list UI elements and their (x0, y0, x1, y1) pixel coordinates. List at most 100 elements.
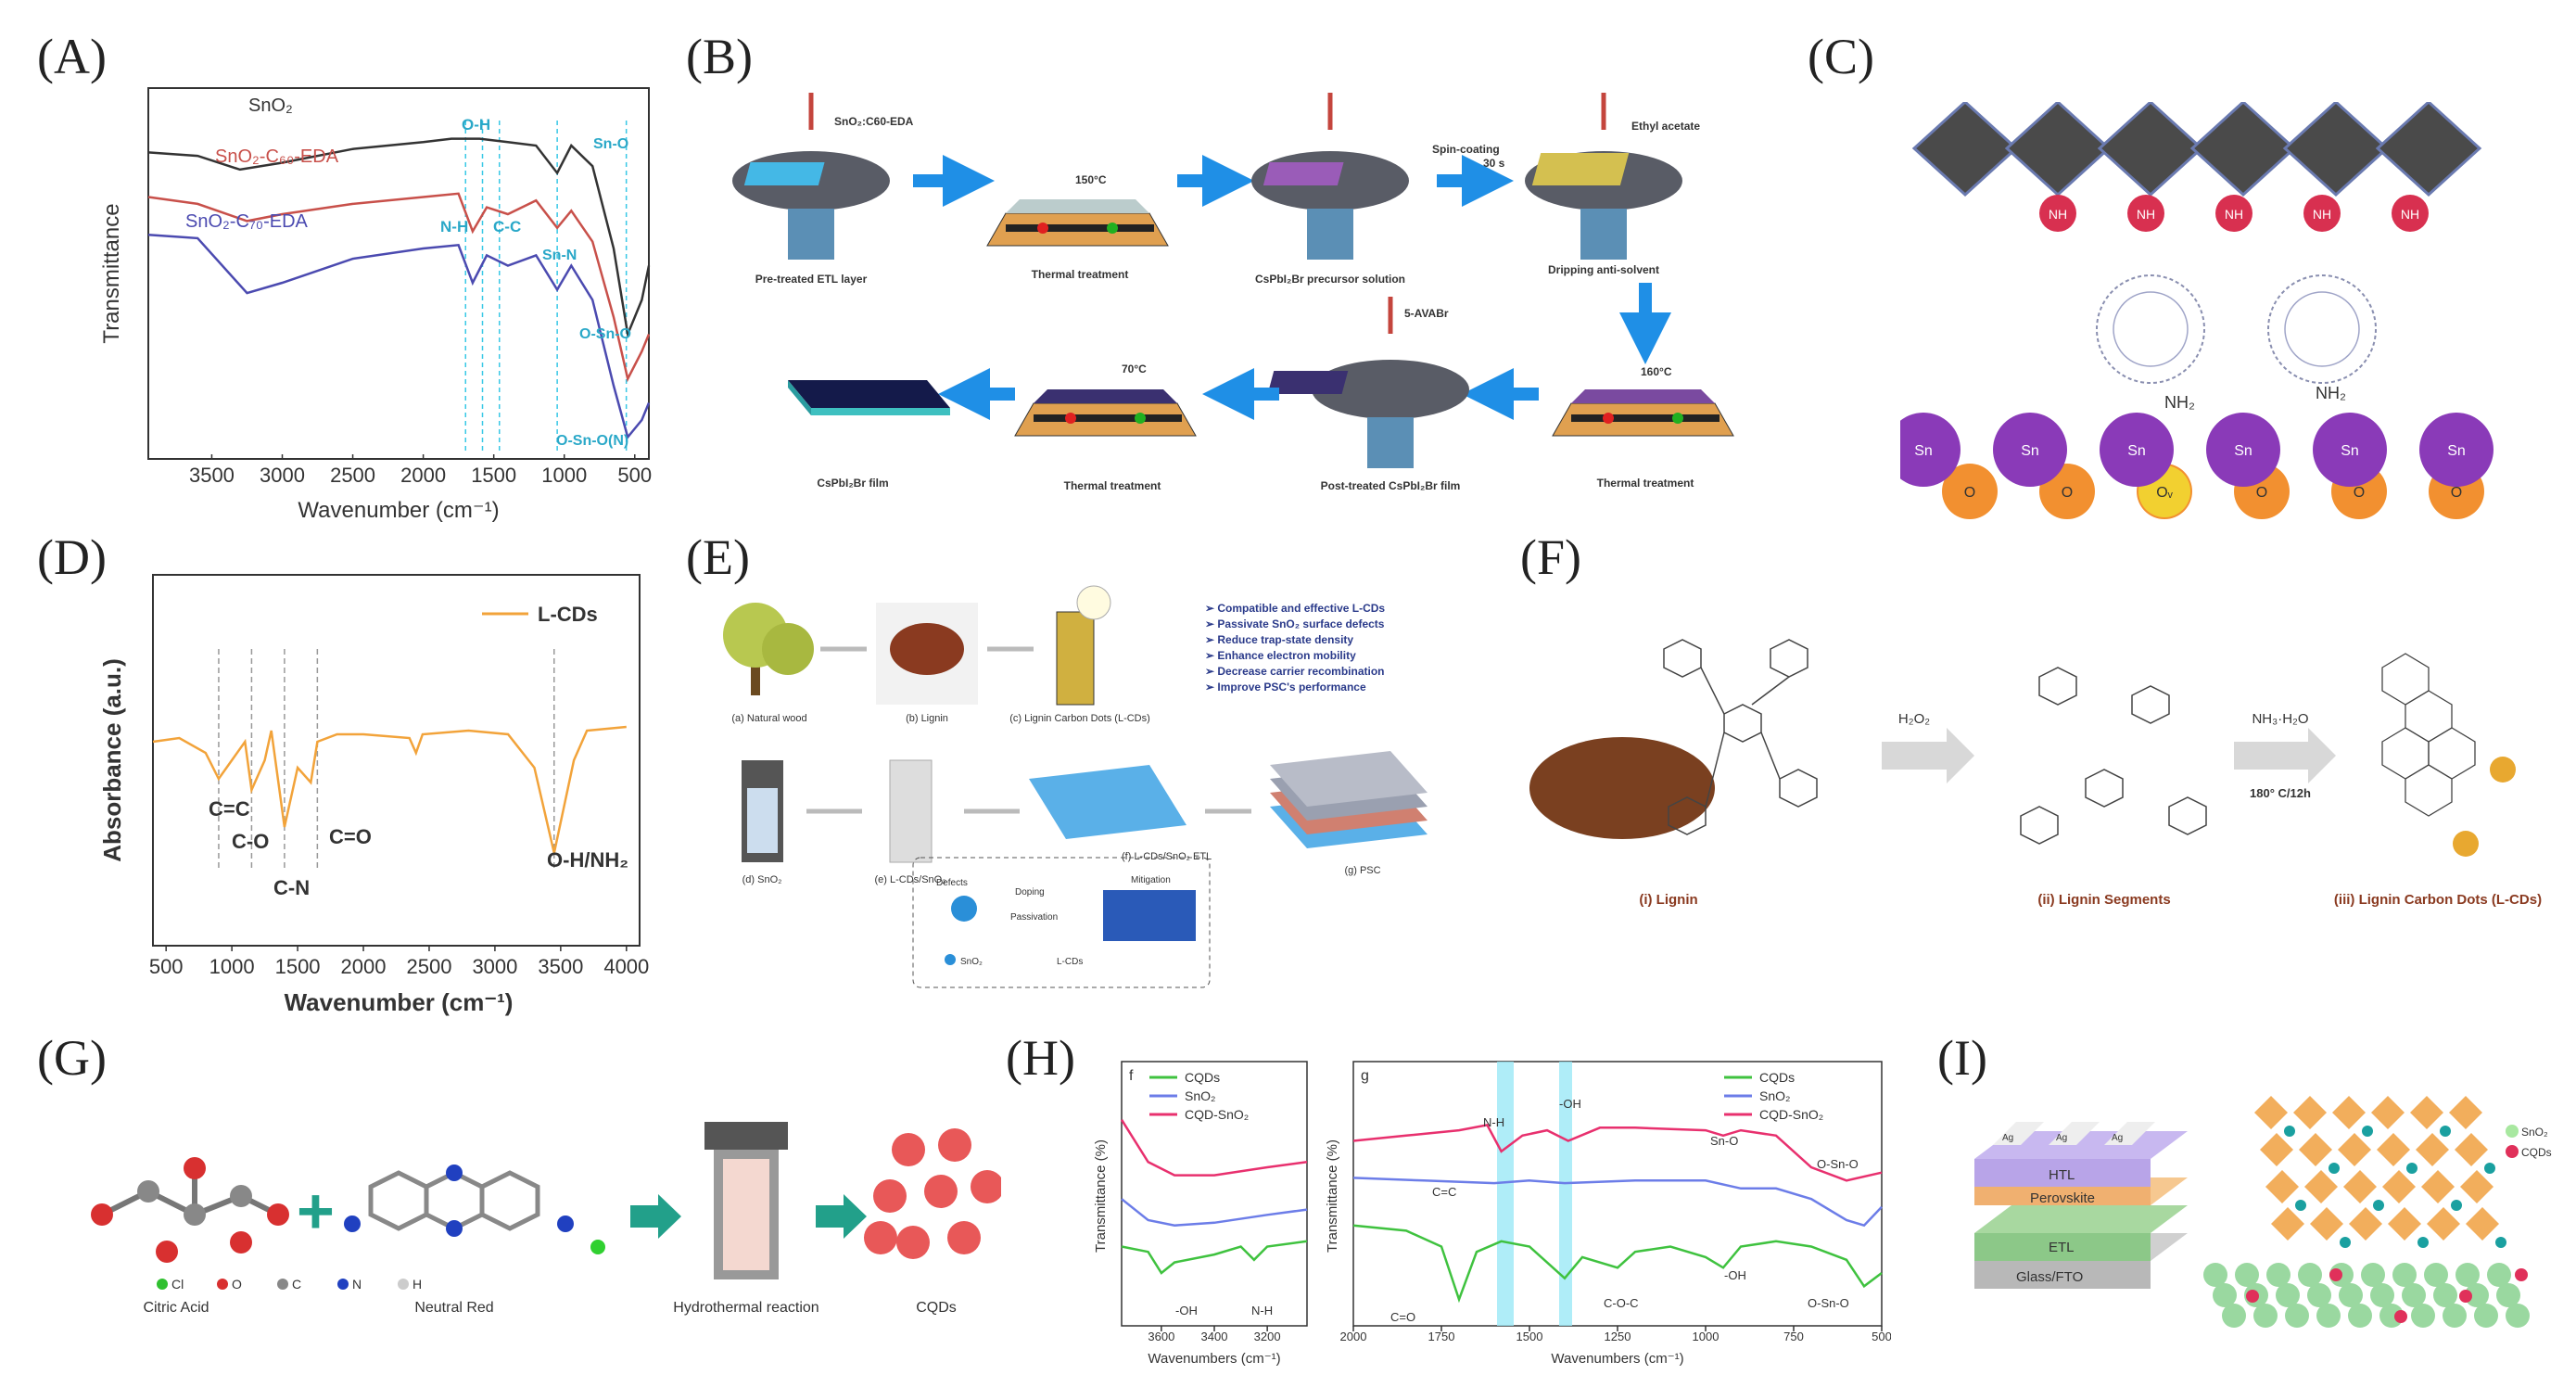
annot-cc: C=C (209, 797, 250, 821)
x-tick-label: 1500 (471, 464, 516, 487)
series-sno2-line (147, 137, 651, 339)
x-axis-label: Wavenumber (cm⁻¹) (298, 498, 499, 523)
layer-glass: Glass/FTO (2016, 1269, 2083, 1285)
label-lignin: (i) Lignin (1639, 892, 1697, 908)
x-axis-label: Wavenumbers (cm⁻¹) (1551, 1351, 1683, 1367)
x-tick-label: 750 (1783, 1330, 1804, 1343)
sno2-particle (2506, 1304, 2530, 1328)
series-cqd-sno2-line (1352, 1124, 1883, 1182)
sno2-particle (2222, 1304, 2246, 1328)
nh-label: NH (2049, 207, 2067, 222)
cqd-particle (971, 1170, 1001, 1203)
annot-cn: C-N (273, 876, 310, 899)
ethyl-acetate: Ethyl acetate (1631, 120, 1700, 133)
plus-sign: + (297, 1175, 335, 1247)
label-etl-solution: SnO₂:C60-EDA (834, 115, 914, 128)
a-site-ion (2362, 1126, 2373, 1137)
legend-lcds: L-CDs (538, 603, 598, 626)
annot-nh: N-H (1251, 1304, 1273, 1317)
annot-osno-top: O-Sn-O (1817, 1157, 1859, 1171)
x-tick-label: 3000 (260, 464, 305, 487)
perovskite-octahedron (2421, 1170, 2455, 1203)
a-site-ion (2440, 1126, 2451, 1137)
o-label: O (1964, 485, 1975, 501)
legend-dot (337, 1279, 349, 1290)
perovskite-octahedron (2349, 1207, 2382, 1241)
annot-cc: C-C (493, 218, 521, 235)
perovskite-octahedron (2466, 1207, 2499, 1241)
legend-label: SnO₂ (1759, 1088, 1790, 1103)
x-tick-label: 500 (1872, 1330, 1891, 1343)
sno2-particle (2276, 1283, 2300, 1307)
electrode-1: Ag (2002, 1133, 2013, 1143)
subpanel-f: f (1129, 1068, 1134, 1084)
sn-atom (1900, 413, 1961, 487)
cqd-particle (2515, 1268, 2528, 1281)
avabr: 5-AVABr (1404, 307, 1449, 320)
a-site-ion (2417, 1237, 2429, 1248)
item-f: (f) L-CDs/SnO₂ ETL (1122, 851, 1212, 862)
perovskite-octahedron (2460, 1170, 2494, 1203)
annot-osno: O-Sn-O (579, 326, 631, 342)
sno2-particle (2411, 1304, 2435, 1328)
bullet-item: ➢ Decrease carrier recombination (1205, 665, 1384, 678)
sn-label: Sn (2127, 443, 2146, 459)
sno2-particle (2235, 1263, 2259, 1287)
arrow-g1 (630, 1194, 681, 1239)
sn-label: Sn (2447, 443, 2466, 459)
x-tick-label: 1250 (1605, 1330, 1631, 1343)
perovskite-octahedron (2416, 1133, 2449, 1166)
spin-coater-3 (1525, 93, 1682, 260)
o-label: O (2256, 485, 2267, 501)
legend-label: SnO₂ (1185, 1088, 1215, 1103)
label-lcds: (iii) Lignin Carbon Dots (L-CDs) (2334, 892, 2542, 908)
subpanel-g: g (1361, 1068, 1369, 1084)
step-4: Dripping anti-solvent (1548, 263, 1659, 276)
sno2-particle (2424, 1263, 2448, 1287)
lignin-blob (1529, 737, 1715, 839)
nh2-label-1: NH₂ (2164, 393, 2195, 412)
condition: 180° C/12h (2250, 786, 2311, 800)
annot-sno: Sn-O (1710, 1134, 1738, 1148)
series-sno2-c70-line (147, 233, 651, 440)
sno2-particle (2474, 1304, 2498, 1328)
inset-defects: Defects (936, 878, 968, 888)
annot-cc: C=C (1432, 1185, 1456, 1199)
cd-dot-1 (2490, 757, 2516, 783)
annot-co: C=O (1390, 1310, 1415, 1324)
x-tick-label: 1000 (1693, 1330, 1719, 1343)
y-axis-label: Transmittance (99, 203, 124, 343)
x-tick-label: 1500 (275, 955, 321, 978)
sno2-particle (2370, 1283, 2394, 1307)
perovskite-octahedron (2449, 1096, 2482, 1129)
etl-film (1029, 765, 1186, 839)
perovskite-octahedron (2388, 1207, 2421, 1241)
layer-perovskite: Perovskite (2030, 1190, 2095, 1206)
fullerene-2 (2267, 274, 2377, 384)
cqd-particle (892, 1133, 925, 1166)
hotplate-1 (986, 199, 1169, 247)
panel-label-f: (F) (1520, 529, 1581, 585)
nh2-label-2: NH₂ (2316, 384, 2346, 402)
inset-lcds: L-CDs (1057, 957, 1083, 967)
series-sno2-line (1352, 1177, 1883, 1228)
panel-label-d: (D) (37, 529, 107, 585)
x-tick-label: 500 (149, 955, 184, 978)
inset-box (912, 857, 1211, 988)
item-a: (a) Natural wood (731, 713, 806, 724)
inset-passivation: Passivation (1010, 912, 1058, 923)
sno2-particle (2392, 1263, 2417, 1287)
annot-nh: N-H (1483, 1115, 1504, 1129)
annot-ohnh: O-H/NH₂ (547, 848, 628, 872)
y-axis-label: Transmittance (%) (1093, 1139, 1109, 1253)
cqd-particle (2329, 1268, 2342, 1281)
temp-150: 150°C (1075, 173, 1107, 186)
device-stack (1974, 1122, 2188, 1289)
sno2-particle (2465, 1283, 2489, 1307)
x-tick-label: 2000 (341, 955, 387, 978)
a-site-ion (2451, 1200, 2462, 1211)
panel-e-lcd-scheme: (a) Natural wood (b) Lignin (c) Lignin C… (723, 585, 1428, 988)
legend-dot (217, 1279, 228, 1290)
step-5: Thermal treatment (1597, 477, 1694, 490)
